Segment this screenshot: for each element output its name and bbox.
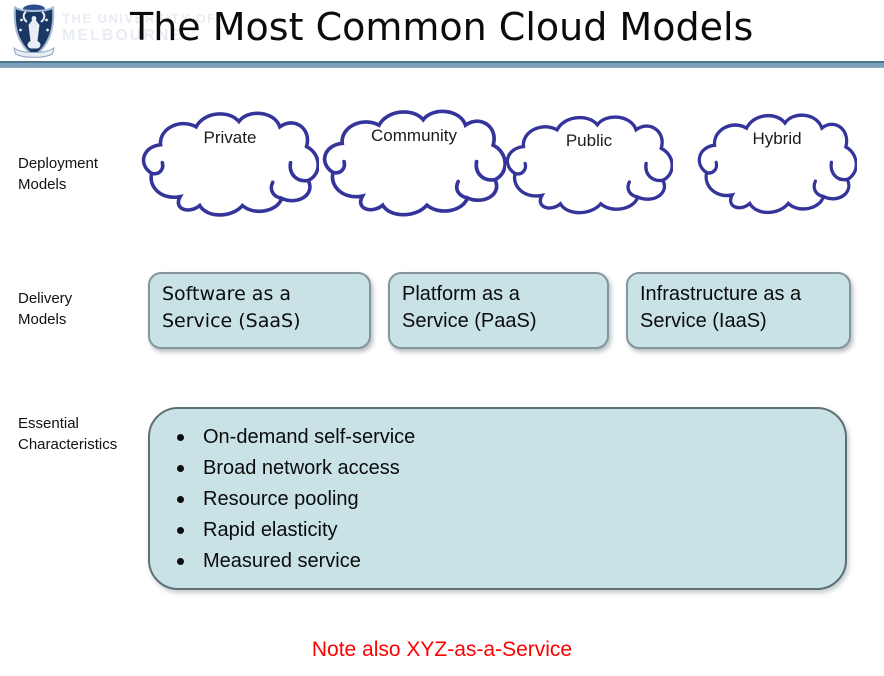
cloud-label-private: Private xyxy=(203,127,257,147)
essential-label-line2: Characteristics xyxy=(18,436,118,453)
page-title: The Most Common Cloud Models xyxy=(130,5,754,49)
university-name-line2: MELBOURNE xyxy=(62,27,184,44)
cloud-icon xyxy=(322,109,506,217)
cloud-icon xyxy=(141,111,319,217)
cloud-label-hybrid: Hybrid xyxy=(752,129,802,149)
university-name: THE UNIVERSITY OF MELBOURNE xyxy=(62,10,217,44)
cloud-community: Community xyxy=(322,107,506,227)
university-crest-logo xyxy=(13,4,55,58)
essential-characteristics-box: On-demand self-service Broad network acc… xyxy=(148,407,847,590)
cloud-label-public: Public xyxy=(565,130,613,150)
delivery-label-line1: Delivery xyxy=(18,290,73,307)
cloud-icon xyxy=(505,115,673,215)
header-divider-bar xyxy=(0,61,884,68)
essential-characteristics-label: Essential Characteristics xyxy=(18,413,117,455)
footer-note: Note also XYZ-as-a-Service xyxy=(311,638,573,661)
essential-label-line1: Essential xyxy=(18,415,79,432)
university-name-line1: THE UNIVERSITY OF xyxy=(62,11,217,26)
deployment-label-line2: Models xyxy=(18,176,67,193)
list-item: Broad network access xyxy=(150,453,845,484)
list-item: Resource pooling xyxy=(150,484,845,515)
cloud-public: Public xyxy=(505,113,673,224)
list-item: On-demand self-service xyxy=(150,422,845,453)
delivery-models-label: Delivery Models xyxy=(18,288,72,330)
deployment-label-line1: Deployment xyxy=(18,155,99,172)
cloud-label-community: Community xyxy=(371,126,457,146)
cloud-hybrid: Hybrid xyxy=(697,111,857,224)
delivery-label-line2: Models xyxy=(18,311,67,328)
delivery-box-iaas: Infrastructure as a Service (IaaS) xyxy=(626,272,851,349)
cloud-icon xyxy=(697,113,857,215)
deployment-models-label: Deployment Models xyxy=(18,153,98,195)
delivery-box-saas: Software as a Service (SaaS) xyxy=(148,272,371,349)
delivery-box-paas: Platform as a Service (PaaS) xyxy=(388,272,609,349)
essential-characteristics-list: On-demand self-service Broad network acc… xyxy=(150,422,845,577)
list-item: Rapid elasticity xyxy=(150,515,845,546)
cloud-private: Private xyxy=(141,109,319,227)
list-item: Measured service xyxy=(150,546,845,577)
